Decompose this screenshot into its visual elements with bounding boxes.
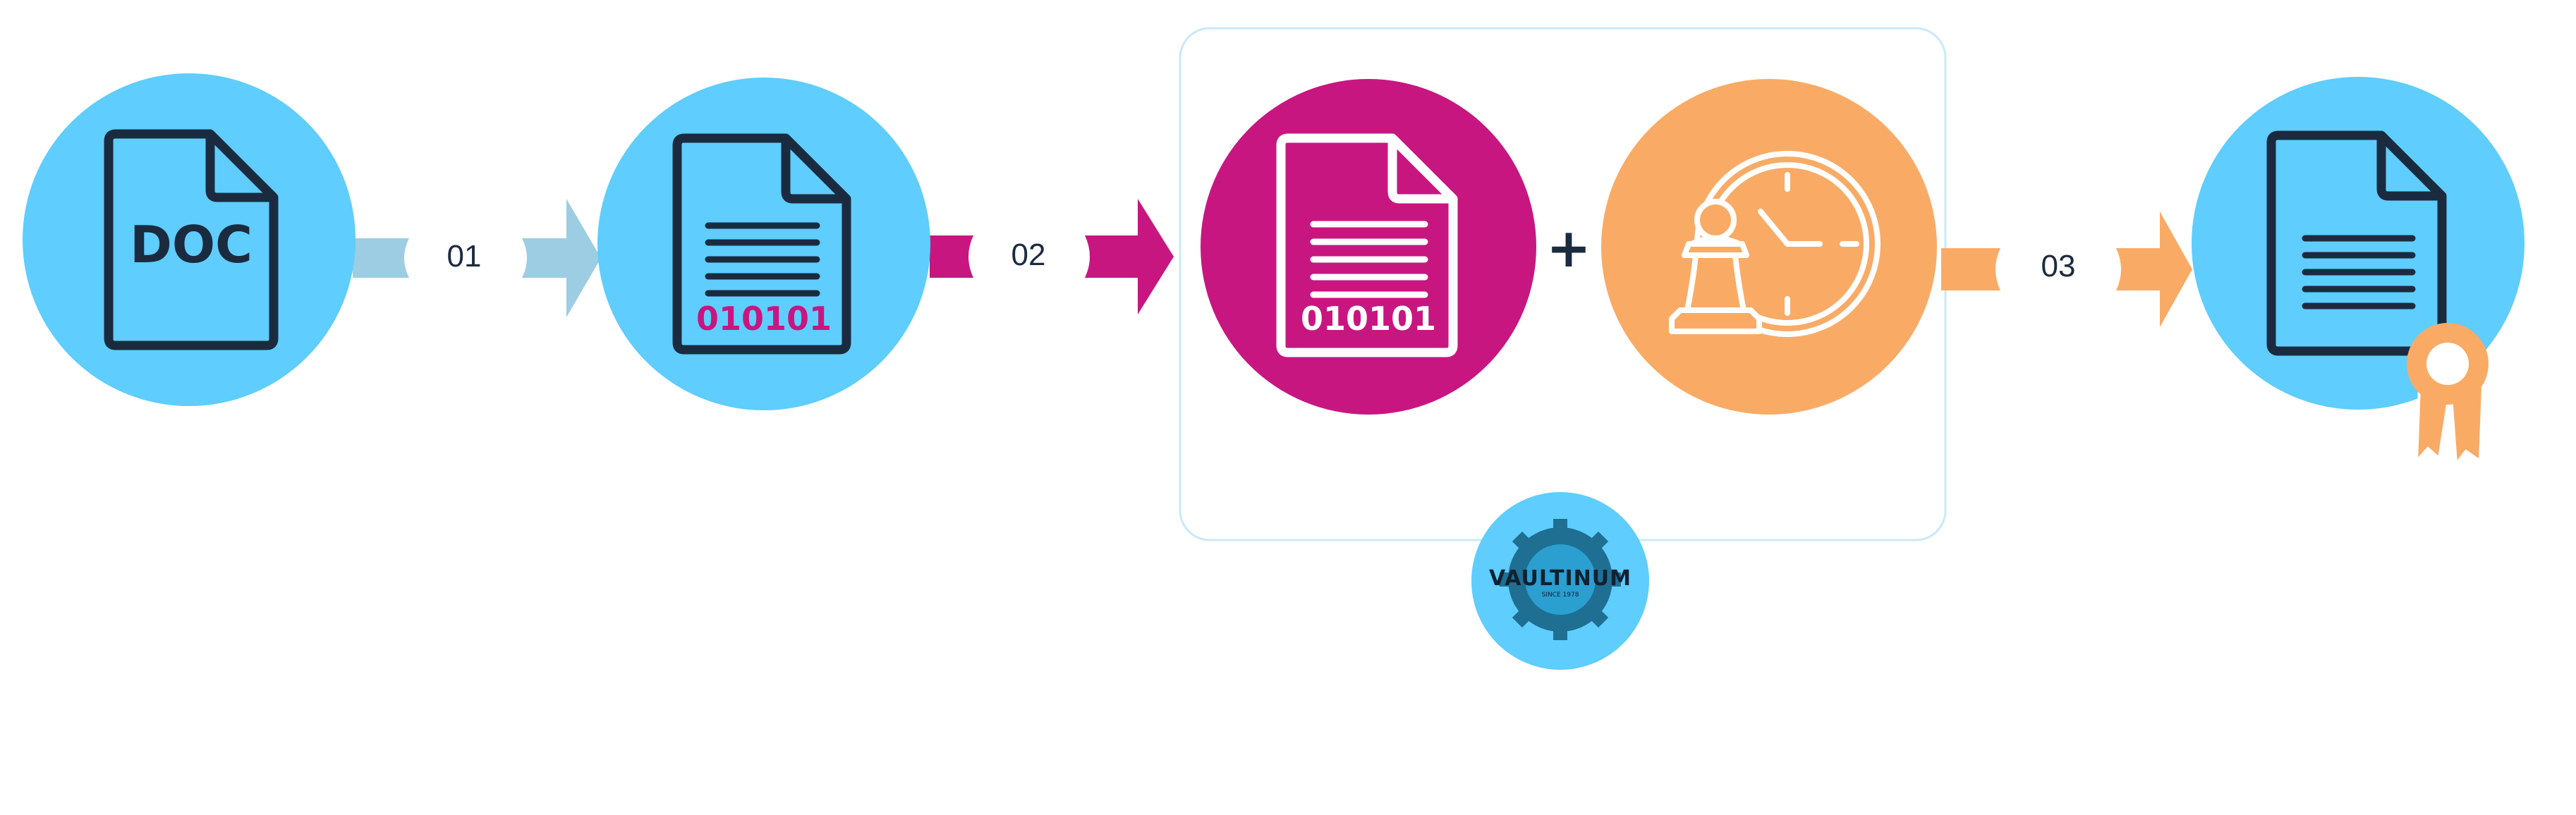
binary-document-icon [672,133,851,355]
brand-name: VAULTINUM [1489,566,1632,591]
gear-icon [1500,519,1621,640]
clock-chess-pawn-icon [1669,151,1881,337]
binary-label: 010101 [696,300,832,338]
binary-highlight-label: 010101 [1301,300,1436,338]
step-arrow-03: 03 [1941,212,2192,327]
vaultinum-badge: VAULTINUM SINCE 1978 [1471,492,1649,670]
binary-document-icon [1276,133,1458,357]
step-number-03: 03 [2041,249,2076,283]
step-arrow-02: 02 [930,199,1174,314]
time-strategy-node [1601,79,1937,415]
award-ribbon-icon [2407,323,2489,468]
step-number-02: 02 [1011,238,1046,272]
binary-doc-highlight-node: 010101 [1201,79,1536,415]
binary-doc-node: 010101 [597,78,930,410]
doc-label: DOC [130,215,253,274]
step-number-01: 01 [447,239,482,274]
brand-tagline: SINCE 1978 [1542,592,1579,599]
certified-doc-node [2192,77,2525,468]
document-icon [104,129,279,350]
plus-sign: + [1546,216,1591,279]
step-arrow-01: 01 [353,199,601,317]
doc-node: DOC [23,73,356,406]
